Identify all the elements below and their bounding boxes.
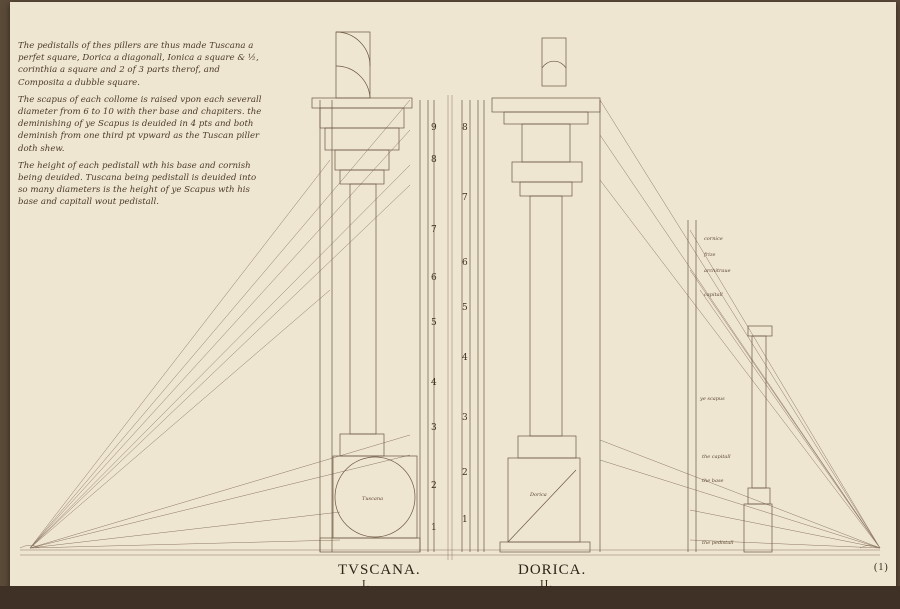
svg-text:1: 1	[431, 523, 437, 533]
svg-text:the capitall: the capitall	[702, 454, 731, 460]
svg-text:3: 3	[431, 423, 437, 433]
svg-text:capitall: capitall	[704, 292, 723, 298]
svg-text:8: 8	[431, 155, 437, 165]
svg-text:8: 8	[462, 123, 468, 133]
svg-text:9: 9	[431, 123, 437, 133]
svg-text:frize: frize	[703, 252, 715, 258]
svg-text:ye scapus: ye scapus	[699, 396, 725, 402]
caption-tuscana-number: I.	[362, 578, 371, 590]
svg-text:6: 6	[462, 258, 468, 268]
svg-text:5: 5	[431, 318, 437, 328]
book-spine	[0, 586, 900, 609]
svg-text:the base: the base	[702, 478, 724, 484]
handwritten-notes: The pedistalls of thes pillers are thus …	[18, 40, 268, 214]
svg-text:6: 6	[431, 273, 437, 283]
svg-text:the pedistall: the pedistall	[702, 540, 734, 546]
svg-text:cornice: cornice	[704, 236, 723, 242]
svg-text:1: 1	[462, 515, 468, 525]
svg-text:Dorica: Dorica	[529, 492, 547, 498]
caption-dorica: DORICA.	[518, 562, 587, 578]
svg-text:2: 2	[431, 481, 437, 491]
caption-tuscana: TVSCANA.	[338, 562, 421, 578]
svg-text:2: 2	[462, 468, 468, 478]
svg-text:5: 5	[462, 303, 468, 313]
page-mark: (1)	[874, 562, 889, 573]
svg-text:7: 7	[431, 225, 437, 235]
caption-dorica-number: II.	[540, 578, 554, 590]
svg-text:4: 4	[431, 378, 437, 388]
note-paragraph-3: The height of each pedistall wth his bas…	[18, 160, 257, 208]
svg-text:4: 4	[462, 353, 468, 363]
svg-text:7: 7	[462, 193, 468, 203]
svg-text:Tuscana: Tuscana	[362, 496, 383, 502]
note-paragraph-1: The pedistalls of thes pillers are thus …	[18, 41, 259, 88]
svg-text:architraue: architraue	[704, 268, 731, 274]
svg-text:3: 3	[462, 413, 468, 423]
note-paragraph-2: The scapus of each collome is raised vpo…	[18, 94, 262, 154]
